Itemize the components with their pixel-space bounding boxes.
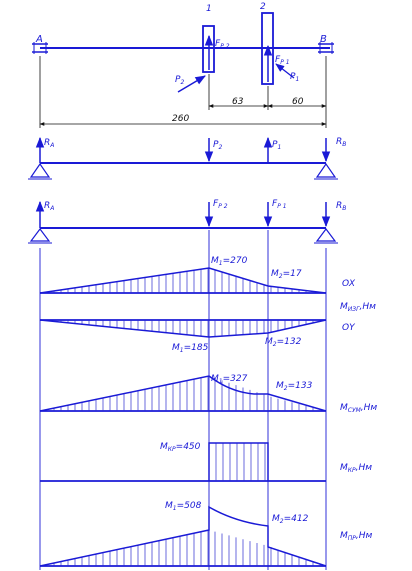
ox-title: OX (342, 279, 356, 289)
dim-60: 60 (292, 97, 304, 107)
diagram-mpr: M1=508 M2=412 MПР,Нм (39, 501, 373, 567)
oy-hatch (60, 320, 314, 337)
mkr-title: MКР,Нм (340, 463, 372, 474)
load-scheme-f: RA FP 2 FP 1 RB (28, 199, 346, 244)
mpr-outline (39, 505, 327, 567)
mpr-m2-label: M2=412 (272, 514, 309, 525)
mpr-m1-label: M1=508 (165, 501, 202, 512)
oy-m2-label: M2=132 (265, 337, 302, 348)
gear-1-label: 1 (206, 4, 212, 14)
mpr-title: MПР,Нм (340, 531, 373, 542)
mpr-hatch (53, 530, 321, 566)
msum-hatch (53, 376, 314, 411)
fp1-label: FP 1 (275, 55, 290, 66)
point-a-label: A (35, 34, 43, 45)
bearing-a (32, 42, 48, 54)
fp2-load-label: FP 2 (213, 199, 228, 210)
support-a-f (28, 228, 52, 244)
gear-2 (261, 12, 274, 85)
msum-m1-label: M1=327 (211, 374, 248, 385)
diagram-ox: M1=270 M2=17 OX (39, 256, 356, 294)
ra-label-p: RA (44, 138, 54, 149)
ox-m1-label: M1=270 (211, 256, 248, 267)
support-a-p (28, 162, 52, 180)
dim-63: 63 (232, 97, 244, 107)
oy-title: OY (342, 323, 356, 333)
mkr-value-label: MКР=450 (160, 442, 201, 453)
mkr-outline (208, 442, 269, 481)
load-scheme-p: RA P2 P1 RB (28, 136, 346, 180)
fp1-load-label: FP 1 (272, 199, 287, 210)
support-b-p (314, 162, 338, 180)
fp2-label: FP 2 (215, 39, 230, 50)
msum-title: MСУМ,Нм (340, 403, 377, 414)
p1-label: P1 (290, 72, 299, 83)
msum-m2-label: M2=133 (276, 381, 313, 392)
p2-load-label: P2 (213, 140, 222, 151)
shaft-scheme: A B 1 FP 2 P2 2 FP 1 P1 (32, 2, 334, 128)
mizg-label: MИЗГ,Нм (340, 302, 376, 313)
bearing-b (318, 42, 334, 54)
diagram-msum: M1=327 M2=133 MСУМ,Нм (39, 374, 377, 414)
diagram-mkr: MКР=450 MКР,Нм (40, 442, 372, 482)
point-b-label: B (320, 34, 327, 45)
oy-m1-label: M1=185 (172, 343, 209, 354)
p2-label: P2 (175, 75, 184, 86)
dimension-lines (39, 56, 327, 128)
oy-outline (39, 319, 327, 338)
ra-label-f: RA (44, 201, 54, 212)
dim-260: 260 (172, 114, 189, 124)
ox-hatch (53, 268, 307, 293)
support-b-f (314, 228, 338, 244)
rb-label-p: RB (336, 137, 346, 148)
diagram-oy: M1=185 M2=132 OY (39, 319, 356, 354)
gear-2-label: 2 (260, 2, 266, 12)
msum-outline (39, 375, 327, 412)
p1-load-label: P1 (272, 140, 281, 151)
rb-label-f: RB (336, 201, 346, 212)
gear-1 (202, 25, 215, 73)
mkr-hatch (215, 443, 266, 481)
force-p1-arrow (275, 63, 295, 79)
force-p2-arrow (177, 75, 206, 93)
ox-m2-label: M2=17 (271, 269, 302, 280)
ox-outline (39, 267, 327, 294)
